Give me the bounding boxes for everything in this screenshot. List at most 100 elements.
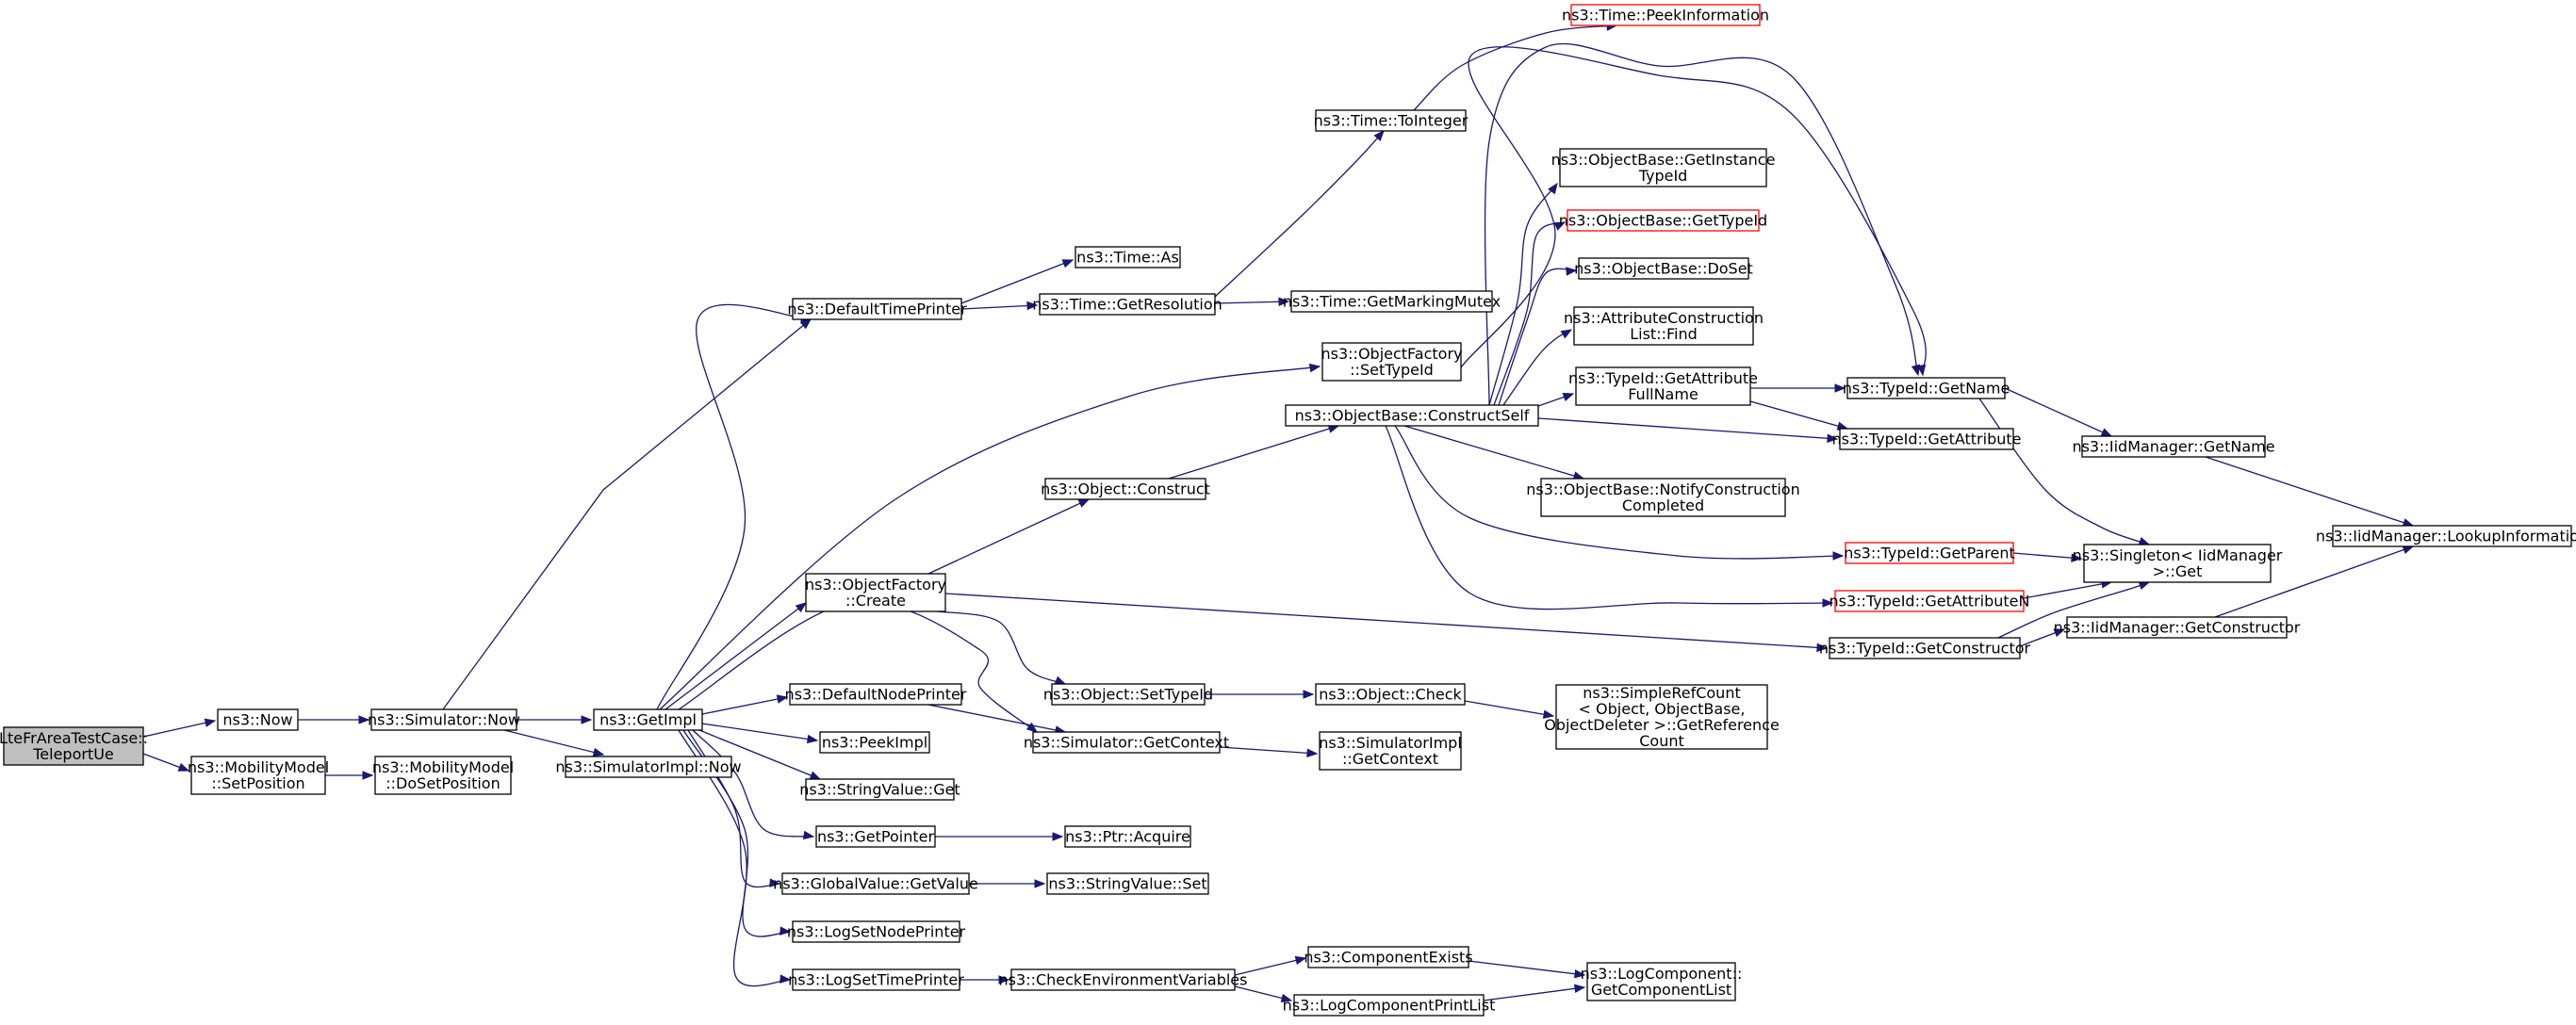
function-node[interactable]: ns3::LogComponent::GetComponentList <box>1581 962 1743 1001</box>
edge-line <box>927 498 1090 575</box>
node-label: ns3::TypeId::GetAttributeN <box>1829 593 2030 610</box>
function-node[interactable]: ns3::SimpleRefCount< Object, ObjectBase,… <box>1544 684 1780 750</box>
arrowhead <box>776 694 789 704</box>
arrowhead <box>806 734 819 744</box>
function-node[interactable]: ns3::TypeId::GetParent <box>1844 542 2015 564</box>
arrowhead <box>1574 969 1586 979</box>
node-box <box>1075 246 1181 268</box>
function-node[interactable]: ns3::Object::SetTypeId <box>1043 683 1213 706</box>
node-label: GetComponentList <box>1591 981 1731 999</box>
function-node[interactable]: ns3::Time::PeekInformation <box>1562 4 1769 26</box>
edge-n46-to-n49 <box>2205 456 2415 528</box>
function-node[interactable]: ns3::SimulatorImpl::Now <box>555 756 742 778</box>
function-node[interactable]: ns3::GetPointer <box>815 825 936 848</box>
function-node[interactable]: ns3::TypeId::GetName <box>1843 377 2010 399</box>
edge-n18-to-n19 <box>1214 130 1385 298</box>
arrowhead <box>2138 580 2151 590</box>
function-node[interactable]: ns3::Simulator::Now <box>368 708 520 731</box>
function-node[interactable]: ns3::Now <box>217 708 299 731</box>
arrowhead <box>1306 748 1319 758</box>
edge-layer <box>142 22 2415 1003</box>
function-node[interactable]: ns3::Object::Check <box>1315 683 1466 706</box>
edge-n1-to-n3 <box>298 715 370 724</box>
function-node[interactable]: ns3::Object::Construct <box>1041 478 1210 500</box>
edge-line <box>701 696 788 715</box>
function-node[interactable]: ns3::DefaultNodePrinter <box>785 683 967 706</box>
function-node[interactable]: ns3::Time::GetResolution <box>1032 293 1222 316</box>
function-node[interactable]: ns3::DefaultTimePrinter <box>787 298 967 320</box>
function-node[interactable]: ns3::Singleton< IidManager >::Get <box>2073 544 2283 583</box>
node-label: ns3::SimpleRefCount <box>1583 684 1740 702</box>
edge-line <box>687 729 780 888</box>
function-node[interactable]: ns3::GetImpl <box>593 708 703 731</box>
edge-line <box>1219 746 1318 755</box>
node-label: ns3::Singleton< IidManager <box>2073 546 2283 564</box>
edge-line <box>1460 46 1927 376</box>
arrowhead <box>1034 879 1046 888</box>
function-node[interactable]: ns3::LogSetTimePrinter <box>788 968 964 991</box>
function-node[interactable]: ns3::TypeId::GetAttributeN <box>1829 590 2030 612</box>
function-node[interactable]: ns3::Simulator::GetContext <box>1024 731 1229 754</box>
function-node[interactable]: ns3::StringValue::Get <box>799 778 960 801</box>
edge-n25-to-n44 <box>1484 42 1920 406</box>
node-label: ns3::ObjectBase::GetTypeId <box>1559 212 1767 230</box>
edge-n42-to-n47 <box>2023 579 2113 599</box>
function-node[interactable]: ns3::Time::ToInteger <box>1314 109 1468 132</box>
node-box <box>1846 377 2006 399</box>
edge-n7-to-n17 <box>960 259 1075 304</box>
edge-n24-to-n26 <box>1205 690 1315 699</box>
function-node[interactable]: ns3::IidManager::LookupInformation <box>2316 525 2576 547</box>
arrowhead <box>2053 628 2066 638</box>
function-node[interactable]: ns3::ObjectBase::DoSet <box>1574 257 1753 280</box>
node-box <box>1839 428 2014 450</box>
arrowhead <box>1816 643 1829 653</box>
function-node[interactable]: ns3::MobilityModel::SetPosition <box>188 756 329 795</box>
function-node[interactable]: ns3::TypeId::GetConstructor <box>1819 637 2031 659</box>
arrowhead <box>581 715 593 724</box>
function-node[interactable]: ns3::Time::GetMarkingMutex <box>1283 290 1501 313</box>
function-node[interactable]: ns3::ObjectBase::GetTypeId <box>1559 209 1767 232</box>
function-node[interactable]: ns3::ObjectFactory::SetTypeId <box>1321 342 1463 382</box>
function-node[interactable]: ns3::LogSetNodePrinter <box>787 920 966 943</box>
function-node[interactable]: ns3::SimulatorImpl::GetContext <box>1319 731 1462 771</box>
arrowhead <box>1822 598 1834 608</box>
function-node[interactable]: ns3::StringValue::Set <box>1046 872 1209 895</box>
function-node[interactable]: ns3::TypeId::GetAttribute <box>1831 428 2022 450</box>
function-node[interactable]: ns3::LogComponentPrintList <box>1283 994 1496 1017</box>
function-node[interactable]: ns3::GlobalValue::GetValue <box>773 872 978 895</box>
edge-n5-to-n12 <box>692 729 815 840</box>
edge-n30-to-n31 <box>1234 955 1307 976</box>
edge-n15-to-n30 <box>960 975 1010 984</box>
function-node[interactable]: ns3::PeekImpl <box>819 731 930 754</box>
arrowhead <box>1542 709 1555 719</box>
edge-line <box>960 259 1074 304</box>
function-node[interactable]: ns3::IidManager::GetConstructor <box>2054 616 2301 639</box>
node-box <box>1829 637 2021 659</box>
arrowhead <box>362 771 374 780</box>
edge-line <box>656 303 812 710</box>
function-node[interactable]: LteFrAreaTestCase::TeleportUe <box>0 726 148 766</box>
function-node[interactable]: ns3::ObjectFactory::Create <box>805 573 946 612</box>
node-box <box>374 756 512 795</box>
function-node[interactable]: ns3::Time::As <box>1075 246 1181 268</box>
function-node[interactable]: ns3::Ptr::Acquire <box>1064 825 1191 848</box>
node-box <box>1010 968 1236 991</box>
edge-n30-to-n32 <box>1234 985 1293 1003</box>
node-label: ns3::TypeId::GetParent <box>1844 545 2015 562</box>
function-node[interactable]: ns3::IidManager::GetName <box>2072 435 2275 458</box>
node-box <box>1046 872 1209 895</box>
function-node[interactable]: ns3::ObjectBase::NotifyConstructionCompl… <box>1526 478 1800 517</box>
function-node[interactable]: ns3::CheckEnvironmentVariables <box>999 968 1248 991</box>
function-node[interactable]: ns3::MobilityModel::DoSetPosition <box>372 756 514 795</box>
edge-line <box>1537 417 1838 440</box>
edge-n44-to-n47 <box>1978 398 2151 545</box>
function-node[interactable]: ns3::ObjectBase::ConstructSelf <box>1285 404 1539 427</box>
edge-line <box>1403 425 1584 480</box>
arrowhead <box>795 602 808 613</box>
node-label: ns3::IidManager::GetName <box>2072 438 2274 456</box>
function-node[interactable]: ns3::ComponentExists <box>1304 946 1473 968</box>
node-label: ::GetContext <box>1342 750 1438 768</box>
